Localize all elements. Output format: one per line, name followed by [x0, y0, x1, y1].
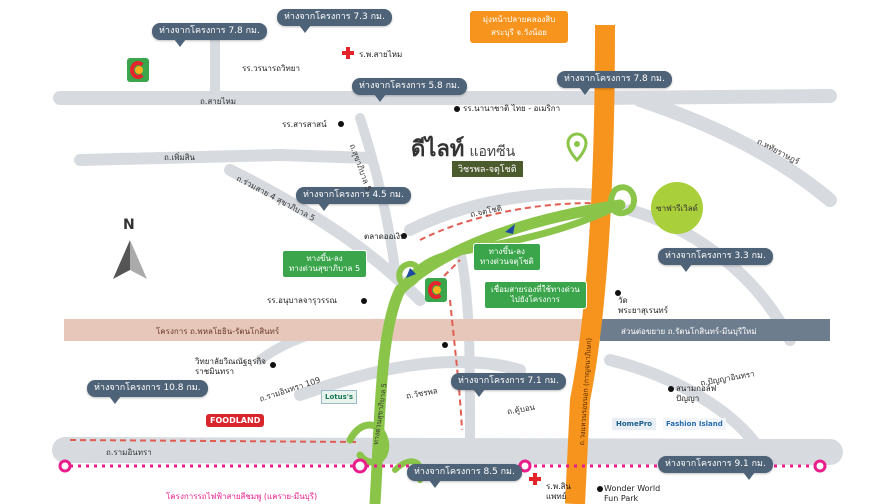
expressway-box-chatuchot: ทางขึ้น-ลง ทางด่วนจตุโชติ	[473, 243, 541, 271]
homepro-logo: HomePro	[612, 418, 657, 430]
arrow-ramp	[406, 268, 416, 278]
place-point-icon	[668, 386, 674, 392]
distance-callout: ห่างจากโครงการ 7.1 กม.	[451, 373, 566, 397]
expressway-loop-b	[396, 260, 422, 288]
place-market: ตลาดออเงิน	[364, 232, 406, 241]
project-title: ดีไลท์ แอทซีน	[411, 131, 515, 166]
place-hospital-bottom: ร.พ.สินแพทย์	[546, 482, 572, 501]
destination-box: มุ่งหน้าปลายคลองสิบ สระบุรี จ.วังน้อย	[470, 11, 568, 43]
expressway-box-line: ทางขึ้น-ลง	[306, 254, 343, 263]
place-college: วิทยาลัยวิณณัฐธุรกิจราชมินทรา	[195, 357, 266, 376]
band-label-project-road: โครงการ ถ.พหลโยธิน-รัตนโกสินทร์	[156, 327, 280, 336]
connector-box-line: เชื่อมสายรองที่ใช้ทางด่วน	[491, 285, 580, 294]
destination-line2: สระบุรี จ.วังน้อย	[491, 28, 547, 37]
place-point-icon	[442, 342, 448, 348]
distance-callout: ห่างจากโครงการ 7.8 กม.	[152, 23, 267, 47]
connector-box: เชื่อมสายรองที่ใช้ทางด่วน ไปยังโครงการ	[484, 281, 587, 309]
band-label-expressway: ส่วนต่อขยาย ถ.รัตนโกสินทร์-มีนบุรีใหม่	[621, 327, 757, 336]
distance-callout: ห่างจากโครงการ 9.1 กม.	[658, 456, 773, 480]
expressway-box-line: ทางขึ้น-ลง	[488, 247, 525, 256]
road-center-diag	[294, 355, 526, 401]
distance-callout: ห่างจากโครงการ 8.5 กม.	[407, 464, 522, 488]
foodland-logo: FOODLAND	[206, 414, 265, 427]
central-logo-icon	[127, 58, 149, 82]
dash-upper	[419, 202, 611, 241]
lotus-logo: Lotus's	[321, 390, 358, 404]
place-point-icon	[270, 362, 276, 368]
dash-chain	[429, 259, 461, 291]
distance-callout: ห่างจากโครงการ 3.3 กม.	[658, 248, 773, 272]
place-school-worakan: รร.วรนารถวิทยา	[242, 64, 300, 73]
place-point-icon	[615, 290, 621, 296]
road-label-ramintra: ถ.รามอินทรา	[106, 448, 152, 457]
safari-world-label: ซาฟารีเวิลด์	[656, 203, 698, 213]
destination-line1: มุ่งหน้าปลายคลองสิบ	[482, 15, 556, 24]
expressway-box-line: ทางด่วนจตุโชติ	[480, 257, 534, 266]
fashion-island-logo: Fashion Island	[663, 418, 726, 430]
band-expressway	[600, 319, 830, 341]
distance-callout: ห่างจากโครงการ 10.8 กม.	[87, 380, 208, 404]
road-label-phoem-sin: ถ.เพิ่มสิน	[164, 153, 196, 162]
place-point-icon	[361, 298, 367, 304]
road-saimai	[53, 89, 837, 105]
place-hospital-saimai: ร.พ.สายไหม	[359, 50, 403, 59]
road-label-saimai: ถ.สายไหม	[200, 97, 237, 106]
road-ramintra	[52, 437, 843, 465]
expressway-box-sukhapiban: ทางขึ้น-ลง ทางด่วนสุขาภิบาล 5	[282, 250, 368, 278]
project-subtitle: วิชรพล-จตุโชติ	[452, 161, 523, 177]
location-pin-icon	[566, 132, 588, 163]
place-stadium: สนามกอล์ฟปัญญา	[676, 384, 717, 403]
place-school-sarasas: รร.สารสาสน์	[282, 120, 327, 129]
place-point-icon	[338, 121, 344, 127]
north-arrow-icon	[113, 240, 130, 279]
place-wonder-world: Wonder World Fun Park	[604, 484, 661, 503]
hospital-icon	[341, 46, 355, 60]
distance-callout: ห่างจากโครงการ 7.8 กม.	[557, 71, 672, 95]
project-suffix: แอทซีน	[469, 144, 516, 160]
place-wat-phraya: วัดพระยาสุเรนทร์	[618, 296, 668, 315]
place-point-icon	[454, 106, 460, 112]
distance-callout: ห่างจากโครงการ 4.5 กม.	[296, 187, 411, 211]
north-label: N	[123, 217, 135, 233]
distance-callout: ห่างจากโครงการ 5.8 กม.	[352, 78, 467, 102]
distance-callout: ห่างจากโครงการ 7.3 กม.	[277, 9, 392, 33]
band-label-bts: โครงการรถไฟฟ้าสายสีชมพู (แคราย-มีนบุรี)	[166, 492, 318, 501]
safari-world-marker: ซาฟารีเวิลด์	[651, 182, 703, 234]
place-point-icon	[597, 486, 603, 492]
road-phoem-sin	[74, 148, 376, 166]
central-logo-icon	[425, 278, 447, 302]
connector-box-line: ไปยังโครงการ	[510, 295, 560, 304]
arrow-expressway	[505, 224, 515, 234]
expressway-ramp-b	[346, 421, 390, 466]
hospital-icon	[528, 472, 542, 486]
dash-ramintra	[69, 439, 361, 443]
road-chatuchot	[404, 187, 606, 236]
expressway-box-line: ทางด่วนสุขาภิบาล 5	[289, 264, 361, 273]
place-school-nanachart: รร.นานาชาติ ไทย - อเมริกา	[463, 104, 561, 113]
project-name: ดีไลท์	[411, 137, 465, 162]
road-hathairat	[633, 93, 837, 207]
place-school-anuban: รร.อนุบาลจารุวรรณ	[267, 296, 337, 305]
place-point-icon	[401, 233, 407, 239]
expressway-loop	[608, 184, 637, 217]
